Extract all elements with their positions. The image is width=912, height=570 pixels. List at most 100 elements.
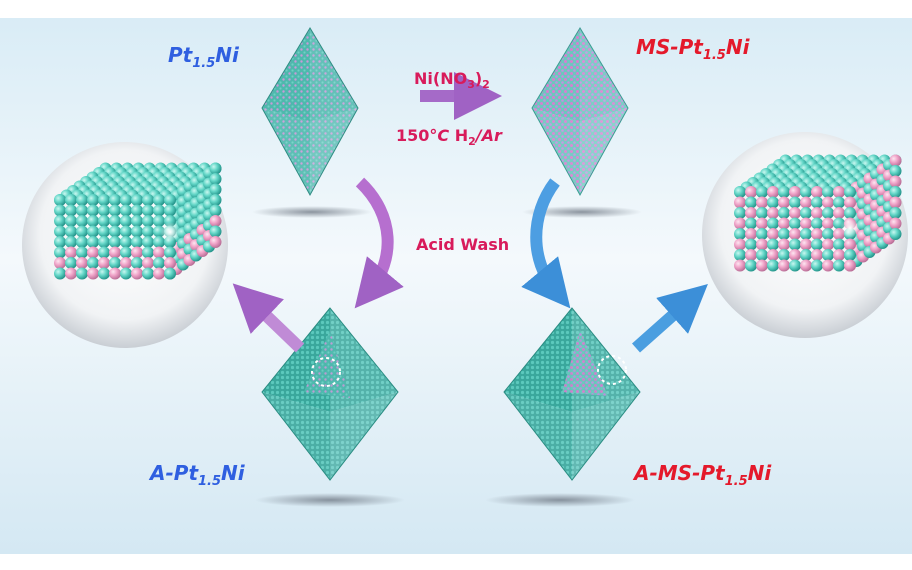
atom bbox=[87, 194, 99, 206]
atom bbox=[822, 228, 834, 240]
atom bbox=[889, 217, 902, 230]
atom bbox=[822, 249, 834, 261]
atom bbox=[778, 186, 790, 198]
atom bbox=[734, 228, 746, 240]
atomic-model-sphere-right bbox=[702, 132, 908, 338]
atom bbox=[778, 249, 790, 261]
atom bbox=[87, 236, 99, 248]
atom bbox=[109, 225, 121, 238]
atom bbox=[767, 207, 779, 219]
atom bbox=[54, 257, 66, 269]
atom bbox=[833, 207, 845, 219]
arrow-acid-wash-right bbox=[521, 178, 571, 309]
atom bbox=[209, 225, 222, 238]
atom bbox=[87, 215, 99, 227]
octahedron-pt15ni bbox=[261, 27, 359, 197]
atom bbox=[745, 217, 757, 230]
atom bbox=[767, 259, 779, 272]
atom bbox=[745, 238, 757, 251]
atom bbox=[811, 196, 823, 209]
atom bbox=[98, 257, 110, 269]
atom bbox=[889, 165, 902, 177]
atom bbox=[889, 196, 902, 209]
atom bbox=[745, 196, 757, 209]
atom bbox=[800, 217, 812, 230]
atom bbox=[800, 228, 812, 240]
atom bbox=[109, 267, 121, 280]
atom bbox=[889, 207, 902, 219]
atom bbox=[789, 249, 801, 261]
atom bbox=[889, 175, 902, 188]
atom bbox=[98, 215, 110, 227]
atom bbox=[209, 204, 222, 217]
atom bbox=[65, 246, 77, 259]
atom bbox=[109, 246, 121, 259]
atom bbox=[844, 238, 856, 251]
atom bbox=[800, 207, 812, 219]
atom bbox=[844, 186, 856, 198]
condition-reagent: Ni(NO3)2 bbox=[414, 69, 490, 91]
arrow-acid-wash-left bbox=[354, 177, 404, 309]
atom bbox=[131, 204, 143, 217]
atom bbox=[789, 259, 801, 272]
atom bbox=[76, 215, 88, 227]
glint bbox=[160, 222, 180, 242]
atom bbox=[65, 204, 77, 217]
atom bbox=[120, 257, 132, 269]
atom bbox=[800, 196, 812, 209]
cutaway-face bbox=[562, 330, 608, 396]
atom bbox=[164, 204, 176, 217]
atom bbox=[87, 267, 99, 280]
label-a-pt15ni: A-Pt1.5Ni bbox=[148, 461, 246, 489]
atom bbox=[833, 186, 845, 198]
atom bbox=[833, 238, 845, 251]
atom bbox=[789, 207, 801, 219]
atom bbox=[131, 257, 143, 269]
atom bbox=[153, 215, 165, 227]
atom bbox=[778, 259, 790, 272]
atom bbox=[142, 225, 154, 238]
atom bbox=[98, 236, 110, 248]
atom bbox=[131, 246, 143, 259]
atom bbox=[87, 257, 99, 269]
atom bbox=[109, 204, 121, 217]
atom bbox=[745, 186, 757, 198]
atom bbox=[120, 215, 132, 227]
atom bbox=[734, 196, 746, 209]
shadow-bottom-right bbox=[485, 493, 635, 507]
shadow-top-right bbox=[522, 206, 642, 218]
atom bbox=[109, 236, 121, 248]
atomic-model-sphere-left bbox=[22, 142, 228, 348]
atom bbox=[811, 259, 823, 272]
label-a-ms-pt15ni: A-MS-Pt1.5Ni bbox=[632, 461, 772, 489]
atom bbox=[209, 173, 222, 185]
atom bbox=[131, 236, 143, 248]
atom bbox=[153, 246, 165, 259]
atom bbox=[109, 215, 121, 227]
atom bbox=[65, 257, 77, 269]
atom bbox=[153, 257, 165, 269]
atom bbox=[76, 236, 88, 248]
atom bbox=[120, 236, 132, 248]
arrow-zoom-left bbox=[232, 283, 305, 353]
atom bbox=[209, 183, 222, 196]
atom bbox=[209, 236, 222, 248]
label-pt15ni: Pt1.5Ni bbox=[168, 43, 240, 71]
atom bbox=[811, 207, 823, 219]
atom bbox=[153, 204, 165, 217]
atom bbox=[98, 267, 110, 280]
atom bbox=[76, 225, 88, 238]
atom bbox=[142, 267, 154, 280]
atom bbox=[889, 228, 902, 240]
atom bbox=[131, 225, 143, 238]
atom bbox=[76, 204, 88, 217]
atom bbox=[209, 194, 222, 206]
atom bbox=[54, 267, 66, 280]
atom bbox=[778, 207, 790, 219]
atom-lattice-right bbox=[734, 154, 902, 272]
atom bbox=[153, 236, 165, 248]
atom bbox=[844, 196, 856, 209]
atom bbox=[153, 267, 165, 280]
atom bbox=[734, 249, 746, 261]
